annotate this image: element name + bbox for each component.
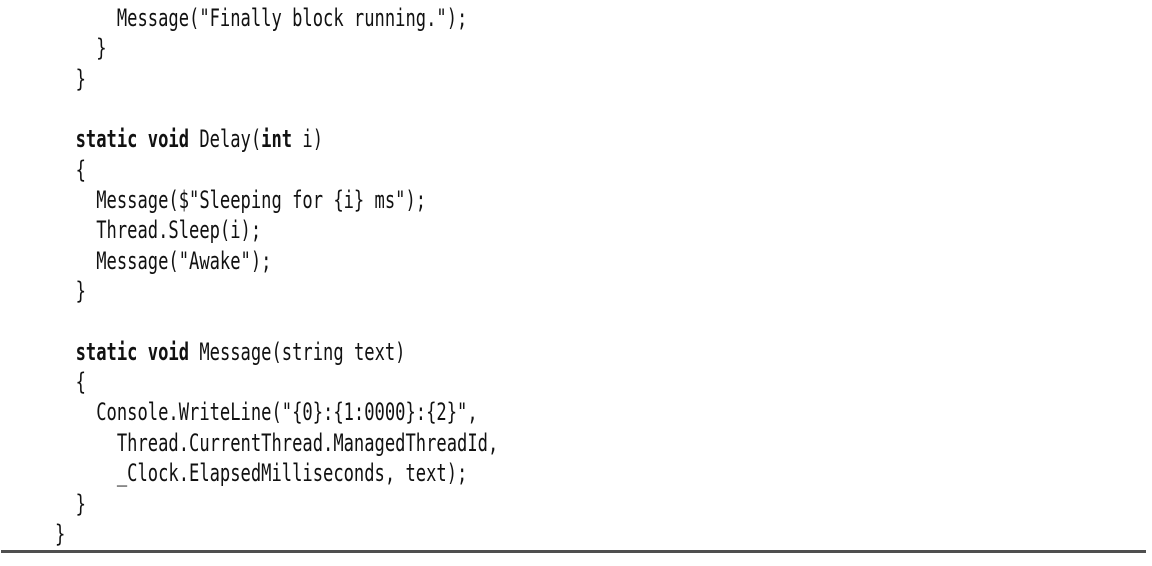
keyword-segment: static void (75, 125, 190, 154)
code-line: } (55, 64, 1152, 94)
code-line: } (55, 489, 1152, 519)
code-segment: { (55, 155, 86, 184)
code-listing-container: Message("Finally block running."); } } s… (55, 3, 1152, 549)
code-line: static void Message(string text) (55, 337, 1152, 367)
code-segment: Message("Awake"); (55, 246, 272, 275)
code-line: static void Delay(int i) (55, 124, 1152, 154)
code-segment: { (55, 368, 86, 397)
code-segment: _Clock.ElapsedMilliseconds, text); (55, 459, 468, 488)
code-line (55, 306, 1152, 336)
code-segment: } (55, 34, 107, 63)
keyword-segment: static void (75, 337, 190, 366)
code-segment: } (55, 277, 86, 306)
code-segment: } (55, 519, 66, 548)
code-segment: } (55, 489, 86, 518)
code-line: _Clock.ElapsedMilliseconds, text); (55, 458, 1152, 488)
code-line (55, 94, 1152, 124)
code-line: Message($"Sleeping for {i} ms"); (55, 185, 1152, 215)
code-segment: Message($"Sleeping for {i} ms"); (55, 186, 427, 215)
code-line: Message("Awake"); (55, 246, 1152, 276)
code-line: { (55, 367, 1152, 397)
code-segment (55, 125, 76, 153)
code-segment: } (55, 64, 86, 93)
code-segment: Delay( (189, 125, 262, 154)
code-segment: Thread.CurrentThread.ManagedThreadId, (55, 428, 499, 457)
code-line: { (55, 155, 1152, 185)
code-line: Console.WriteLine("{0}:{1:0000}:{2}", (55, 397, 1152, 427)
code-line: } (55, 33, 1152, 63)
keyword-segment: int (261, 125, 293, 154)
code-segment: Message("Finally block running."); (55, 4, 468, 32)
code-line: } (55, 276, 1152, 306)
code-line: } (55, 519, 1152, 549)
code-segment (55, 338, 76, 366)
code-segment: Thread.Sleep(i); (55, 216, 262, 245)
code-line: Message("Finally block running."); (55, 3, 1152, 33)
code-listing: Message("Finally block running."); } } s… (55, 3, 1152, 549)
code-segment: i) (292, 125, 324, 154)
page-bottom-rule (1, 550, 1146, 553)
code-segment: Console.WriteLine("{0}:{1:0000}:{2}", (55, 398, 478, 427)
code-segment: Message(string text) (189, 337, 406, 366)
code-line: Thread.CurrentThread.ManagedThreadId, (55, 428, 1152, 458)
code-line: Thread.Sleep(i); (55, 215, 1152, 245)
